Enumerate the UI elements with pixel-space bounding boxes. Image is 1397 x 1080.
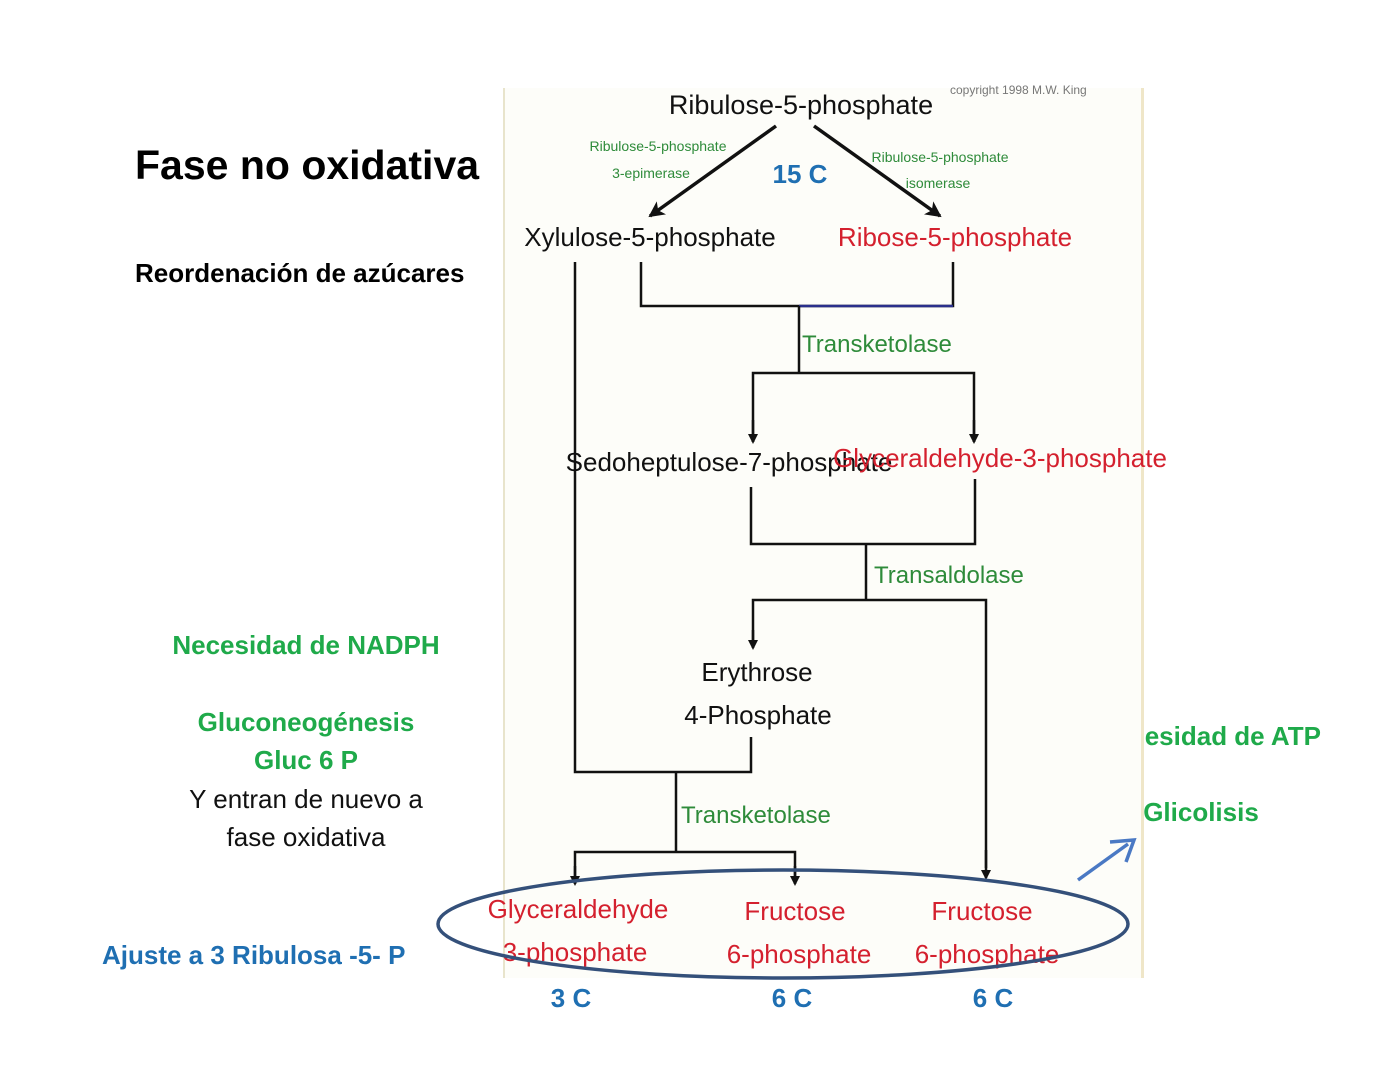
copyright-text: copyright 1998 M.W. King [950, 83, 1087, 97]
arrow-to-ribose [812, 124, 942, 218]
note-nadph-need: Necesidad de NADPH [172, 630, 440, 660]
products-ellipse [436, 868, 1130, 980]
metabolite-erythrose-line2: 4-Phosphate [684, 700, 831, 730]
enzyme-transaldolase: Transaldolase [874, 562, 1024, 589]
enzyme-transketolase-2: Transketolase [681, 802, 831, 829]
product-glyceraldehyde-line1: Glyceraldehyde [488, 894, 669, 924]
slide-title: Fase no oxidativa [135, 142, 480, 188]
note-glycolysis: Glicolisis [1143, 797, 1259, 827]
metabolite-ribulose-5-phosphate: Ribulose-5-phosphate [669, 90, 933, 120]
carbon-count-15c: 15 C [773, 159, 828, 189]
enzyme-isomerase-line1: Ribulose-5-phosphate [872, 149, 1009, 165]
connector-xylulose-ribose [639, 262, 955, 308]
note-gluc6p: Gluc 6 P [253, 745, 359, 775]
connector-xylulose-erythrose-merge [573, 262, 753, 774]
note-reenter-line1: Y entran de nuevo a [189, 784, 423, 814]
arrow-to-xylulose [648, 124, 778, 218]
connector-transaldolase-split [751, 598, 988, 868]
arrow-to-glycolysis-head [1109, 838, 1137, 863]
product-fructose-b-line1: Fructose [931, 896, 1032, 926]
metabolite-erythrose-line1: Erythrose [701, 657, 812, 687]
slide-subtitle: Reordenación de azúcares [135, 258, 465, 288]
connector-transaldolase-merge [749, 479, 977, 546]
note-reenter-line2: fase oxidativa [226, 822, 386, 852]
carbon-count-6c-b: 6 C [973, 983, 1014, 1013]
metabolite-xylulose-5-phosphate: Xylulose-5-phosphate [524, 222, 776, 252]
carbon-count-3c: 3 C [551, 983, 592, 1013]
enzyme-transketolase-1: Transketolase [802, 331, 952, 358]
product-fructose-a-line1: Fructose [744, 896, 845, 926]
metabolite-glyceraldehyde-3-phosphate: Glyceraldehyde-3-phosphate [833, 443, 1167, 473]
metabolite-ribose-5-phosphate: Ribose-5-phosphate [838, 222, 1072, 252]
carbon-count-6c-a: 6 C [772, 983, 813, 1013]
enzyme-isomerase-line2: isomerase [906, 175, 971, 191]
product-fructose-b-line2: 6-phosphate [915, 939, 1060, 969]
enzyme-epimerase-line1: Ribulose-5-phosphate [590, 138, 727, 154]
adjust-ribulose-note: Ajuste a 3 Ribulosa -5- P [102, 940, 406, 970]
arrow-to-glycolysis [1076, 842, 1130, 882]
product-fructose-a-line2: 6-phosphate [727, 939, 872, 969]
enzyme-epimerase-line2: 3-epimerase [612, 165, 690, 181]
connector-transketolase-1-split [751, 371, 976, 442]
metabolite-sedoheptulose-7-phosphate: Sedoheptulose-7-phosphate [566, 447, 893, 477]
note-gluconeogenesis: Gluconeogénesis [197, 707, 415, 737]
pathway-figure [503, 88, 1144, 978]
product-glyceraldehyde-line2: 3-phosphate [503, 937, 648, 967]
